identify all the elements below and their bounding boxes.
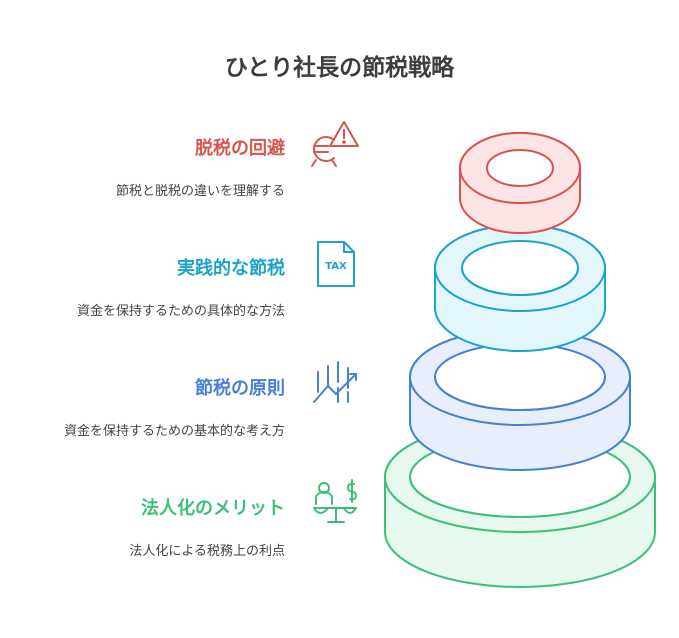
euro-warning-icon	[311, 121, 359, 167]
ring-principles	[409, 328, 631, 471]
label-practical-saving: 実践的な節税 資金を保持するための具体的な方法	[77, 254, 285, 319]
label-avoid-evasion: 脱税の回避 節税と脱税の違いを理解する	[116, 134, 285, 199]
ring-avoid-evasion	[459, 132, 581, 234]
label-principles: 節税の原則 資金を保持するための基本的な考え方	[64, 374, 285, 439]
label-desc: 資金を保持するための基本的な考え方	[63, 424, 285, 439]
label-incorporation: 法人化のメリット 法人化による税務上の利点	[129, 494, 285, 559]
tax-document-icon: TAX	[317, 241, 355, 287]
label-title: 法人化のメリット	[141, 498, 285, 519]
label-desc: 法人化による税務上の利点	[129, 544, 285, 559]
label-desc: 節税と脱税の違いを理解する	[115, 184, 285, 199]
person-balance-icon	[313, 479, 357, 523]
label-title: 実践的な節税	[177, 258, 285, 279]
label-title: 節税の原則	[195, 378, 285, 399]
chart-trend-icon	[313, 361, 357, 403]
tax-label: TAX	[325, 261, 347, 272]
page-title: ひとり社長の節税戦略	[224, 55, 455, 81]
label-title: 脱税の回避	[195, 138, 285, 159]
label-desc: 資金を保持するための具体的な方法	[76, 304, 285, 319]
ring-practical	[434, 224, 606, 352]
